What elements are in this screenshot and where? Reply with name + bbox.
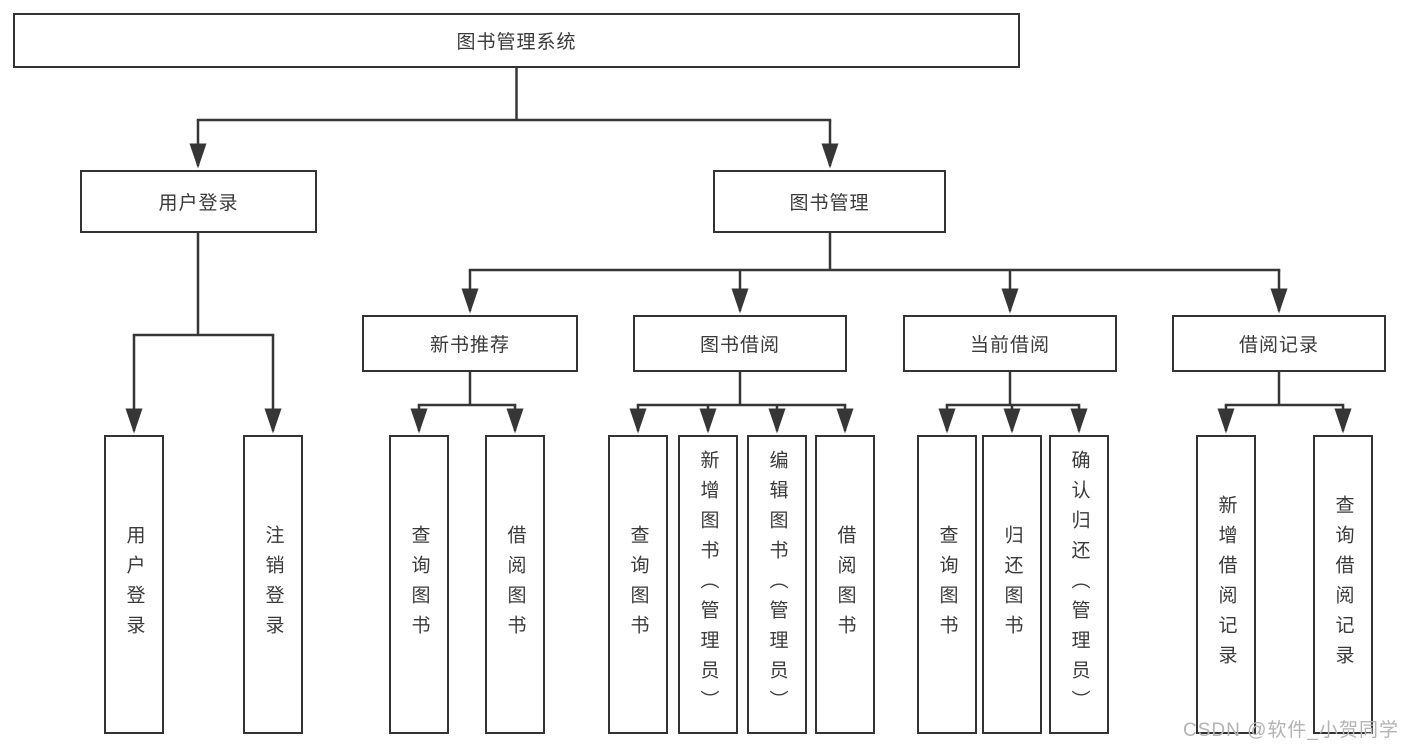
node-book-borrow-label: 图书借阅 — [699, 335, 780, 356]
node-user-login: 用户登录 — [80, 170, 317, 233]
leaf-add-borrow-record: 新增借阅记录 — [1196, 435, 1256, 734]
leaf-borrow-books-2-label: 借阅图书 — [834, 524, 856, 645]
watermark: CSDN @软件_小贺同学 — [1183, 720, 1399, 741]
node-user-login-label: 用户登录 — [158, 193, 239, 214]
leaf-add-books-admin-label: 新增图书（管理员） — [697, 449, 719, 720]
leaf-borrow-books-1-label: 借阅图书 — [504, 524, 526, 645]
leaf-user-login: 用户登录 — [104, 435, 164, 734]
node-book-management: 图书管理 — [713, 170, 946, 233]
leaf-edit-books-admin-label: 编辑图书（管理员） — [766, 449, 788, 720]
node-new-book-recommend: 新书推荐 — [362, 315, 578, 372]
leaf-confirm-return-admin: 确认归还（管理员） — [1049, 435, 1109, 734]
leaf-confirm-return-admin-label: 确认归还（管理员） — [1068, 449, 1090, 720]
node-current-borrow: 当前借阅 — [903, 315, 1117, 372]
leaf-query-books-1-label: 查询图书 — [408, 524, 430, 645]
node-current-borrow-label: 当前借阅 — [969, 335, 1050, 356]
leaf-edit-books-admin: 编辑图书（管理员） — [747, 435, 807, 734]
leaf-query-books-3-label: 查询图书 — [936, 524, 958, 645]
leaf-query-books-3: 查询图书 — [917, 435, 977, 734]
node-book-management-label: 图书管理 — [789, 193, 870, 214]
leaf-logout-login: 注销登录 — [243, 435, 303, 734]
leaf-return-books: 归还图书 — [982, 435, 1042, 734]
leaf-user-login-label: 用户登录 — [123, 524, 145, 645]
leaf-add-borrow-record-label: 新增借阅记录 — [1215, 494, 1237, 675]
leaf-query-books-2-label: 查询图书 — [627, 524, 649, 645]
leaf-logout-login-label: 注销登录 — [262, 524, 284, 645]
leaf-borrow-books-1: 借阅图书 — [485, 435, 545, 734]
leaf-return-books-label: 归还图书 — [1001, 524, 1023, 645]
node-root-label: 图书管理系统 — [456, 32, 577, 53]
leaf-query-borrow-record-label: 查询借阅记录 — [1332, 494, 1354, 675]
node-book-borrow: 图书借阅 — [633, 315, 847, 372]
node-root: 图书管理系统 — [13, 13, 1020, 68]
leaf-query-borrow-record: 查询借阅记录 — [1313, 435, 1373, 734]
leaf-query-books-1: 查询图书 — [389, 435, 449, 734]
leaf-query-books-2: 查询图书 — [608, 435, 668, 734]
node-borrow-records-label: 借阅记录 — [1238, 335, 1319, 356]
node-borrow-records: 借阅记录 — [1172, 315, 1386, 372]
node-new-book-recommend-label: 新书推荐 — [429, 335, 510, 356]
leaf-add-books-admin: 新增图书（管理员） — [678, 435, 738, 734]
leaf-borrow-books-2: 借阅图书 — [815, 435, 875, 734]
